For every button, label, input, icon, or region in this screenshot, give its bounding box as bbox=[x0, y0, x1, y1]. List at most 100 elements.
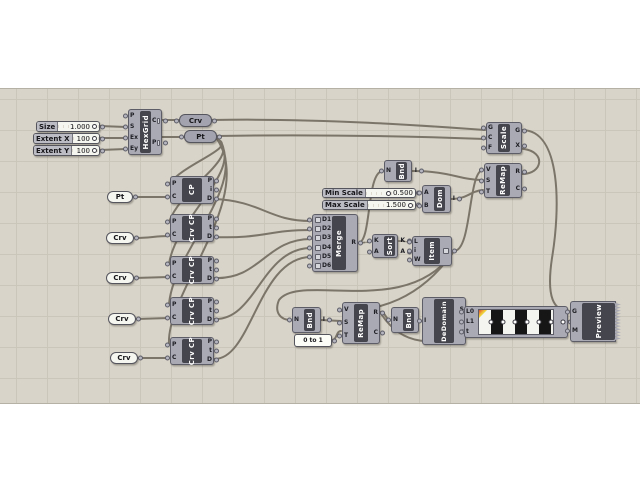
component-bounds[interactable]: N Bnd I bbox=[391, 307, 424, 333]
output-port[interactable]: D bbox=[203, 275, 212, 282]
input-port[interactable]: D3 bbox=[314, 235, 331, 242]
output-port[interactable]: P bbox=[203, 178, 212, 184]
input-port[interactable]: A bbox=[424, 189, 433, 196]
input-port[interactable]: W bbox=[414, 257, 423, 263]
output-port[interactable]: t bbox=[203, 307, 212, 314]
component-hexgrid[interactable]: P S Ex Ey HexGrid C P bbox=[128, 109, 162, 155]
quick-wire-icon[interactable] bbox=[315, 253, 321, 260]
input-port[interactable]: D4 bbox=[314, 244, 331, 251]
gradient-type-icon[interactable] bbox=[479, 310, 487, 318]
output-port[interactable]: D bbox=[203, 356, 212, 363]
slider-extent-x[interactable]: Extent X 100 bbox=[33, 133, 100, 144]
param-crv-b[interactable]: Crv bbox=[106, 272, 134, 284]
output-port[interactable]: X bbox=[511, 142, 520, 149]
param-pt-grid[interactable]: Pt bbox=[184, 130, 217, 143]
param-crv-a[interactable]: Crv bbox=[106, 232, 134, 244]
slider-knob[interactable] bbox=[385, 190, 391, 196]
output-port[interactable]: P bbox=[203, 339, 212, 345]
output-port[interactable]: R bbox=[369, 310, 378, 316]
input-port[interactable]: P bbox=[172, 218, 181, 225]
output-port[interactable]: i bbox=[203, 186, 212, 193]
component-merge[interactable]: D1 D2 D3 D4 D5 D6 Merge R bbox=[312, 214, 358, 272]
output-port[interactable]: D bbox=[203, 316, 212, 323]
input-port[interactable]: M bbox=[572, 328, 581, 334]
output-port[interactable]: R bbox=[511, 169, 520, 175]
input-port[interactable]: K bbox=[374, 237, 383, 244]
output-port[interactable]: P bbox=[203, 216, 212, 222]
input-port[interactable]: L bbox=[414, 238, 423, 245]
gradient-grip[interactable] bbox=[524, 319, 530, 325]
output-port[interactable]: P bbox=[203, 258, 212, 264]
quick-wire-icon[interactable] bbox=[443, 248, 449, 254]
input-port[interactable]: B bbox=[424, 202, 433, 209]
input-port[interactable]: C bbox=[172, 231, 181, 238]
output-port[interactable]: C bbox=[369, 330, 378, 336]
output-port[interactable]: G bbox=[511, 127, 520, 134]
slider-knob[interactable] bbox=[92, 124, 97, 129]
quick-wire-icon[interactable] bbox=[157, 118, 160, 124]
output-port[interactable]: P bbox=[203, 299, 212, 305]
input-port[interactable]: Ex bbox=[130, 133, 138, 141]
gradient-grip[interactable] bbox=[500, 319, 506, 325]
param-crv-cells[interactable]: Crv bbox=[179, 114, 212, 127]
slider-size[interactable]: Size 1.000 bbox=[36, 121, 100, 132]
input-port[interactable]: P bbox=[172, 260, 181, 267]
input-port[interactable]: C bbox=[172, 354, 181, 361]
slider-knob[interactable] bbox=[92, 148, 97, 153]
slider-min-scale[interactable]: Min Scale 0.500 bbox=[322, 188, 416, 198]
output-port[interactable]: t bbox=[203, 224, 212, 231]
input-port[interactable]: C bbox=[172, 193, 181, 200]
output-port[interactable]: K bbox=[396, 237, 405, 244]
quick-wire-icon[interactable] bbox=[315, 216, 321, 223]
output-port[interactable]: C bbox=[511, 185, 520, 192]
component-gradient[interactable]: L0 L1 t bbox=[464, 306, 568, 338]
output-port[interactable]: R bbox=[347, 240, 356, 246]
output-port[interactable]: t bbox=[203, 266, 212, 273]
input-port[interactable]: N bbox=[393, 317, 402, 323]
input-port[interactable]: T bbox=[486, 188, 495, 195]
gradient-grip[interactable] bbox=[560, 319, 566, 325]
input-port[interactable]: Ey bbox=[130, 144, 139, 152]
input-port[interactable]: i bbox=[414, 247, 423, 254]
domain-panel[interactable]: 0 to 1 bbox=[294, 334, 332, 347]
output-port[interactable]: I bbox=[408, 168, 417, 174]
slider-max-scale[interactable]: Max Scale 1.500 bbox=[322, 200, 416, 210]
input-port[interactable]: S bbox=[344, 319, 353, 326]
input-port[interactable]: S bbox=[130, 123, 139, 130]
input-port[interactable]: C bbox=[172, 273, 181, 280]
param-crv-d[interactable]: Crv bbox=[110, 352, 138, 364]
output-port[interactable]: D bbox=[203, 233, 212, 240]
param-pt-attractor[interactable]: Pt bbox=[107, 191, 133, 203]
input-port[interactable]: G bbox=[572, 308, 581, 315]
output-port[interactable]: A bbox=[396, 248, 405, 255]
slider-knob[interactable] bbox=[92, 136, 97, 141]
input-port[interactable]: V bbox=[486, 166, 495, 173]
output-port[interactable] bbox=[441, 248, 450, 254]
input-port[interactable]: P bbox=[172, 180, 181, 187]
output-port[interactable]: D bbox=[203, 195, 212, 202]
output-port[interactable]: I bbox=[316, 317, 325, 323]
quick-wire-icon[interactable] bbox=[315, 244, 321, 251]
input-port[interactable]: D5 bbox=[314, 253, 331, 260]
input-port[interactable]: D1 bbox=[314, 216, 331, 223]
input-port[interactable]: P bbox=[172, 301, 181, 308]
input-port[interactable]: C bbox=[488, 135, 497, 141]
output-port[interactable]: I bbox=[446, 196, 455, 202]
gradient-grip[interactable] bbox=[536, 319, 542, 325]
output-port[interactable]: P bbox=[152, 140, 161, 146]
slider-knob[interactable] bbox=[408, 202, 413, 208]
quick-wire-icon[interactable] bbox=[157, 140, 160, 146]
input-port[interactable]: N bbox=[386, 168, 395, 174]
gradient-grip[interactable] bbox=[512, 319, 518, 325]
input-port[interactable]: A bbox=[374, 248, 383, 255]
